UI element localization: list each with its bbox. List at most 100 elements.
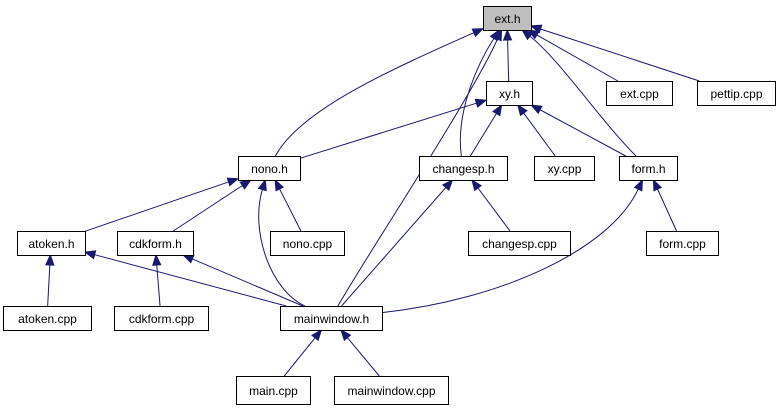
node-nono-h[interactable]: nono.h [238,156,301,181]
edge-cdkform-h-to-nono-h [172,185,243,232]
node-box [236,376,311,405]
node-box [534,156,595,181]
edge-nono-h-to-ext-h [274,32,475,157]
edge-form-h-to-ext-h [529,35,637,157]
node-atoken-h[interactable]: atoken.h [17,231,86,256]
node-cdkform-cpp[interactable]: cdkform.cpp [114,306,209,331]
node-form-h[interactable]: form.h [619,156,678,181]
node-label: mainwindow.cpp [347,384,435,398]
arrowhead-xy-h-to-ext-h [502,28,513,41]
edge-mainwindow-h-to-form-h [381,188,639,314]
edge-changesp-h-to-ext-h [459,38,495,157]
edge-mainwindow-h-to-cdkform-h [192,258,304,307]
arrowhead-form-h-to-xy-h [530,104,543,115]
node-label: xy.cpp [548,162,582,176]
edge-mainwindow-h-to-nono-h [258,189,306,307]
edge-atoken-cpp-to-atoken-h [47,264,51,307]
node-label: changesp.h [432,162,494,176]
node-box [646,231,719,256]
arrowhead-mainwindow-h-to-changesp-h [441,178,454,192]
node-cdkform-h[interactable]: cdkform.h [117,231,194,256]
node-box [117,231,194,256]
node-atoken-cpp[interactable]: atoken.cpp [3,306,92,331]
node-label: ext.h [494,12,520,26]
edge-mainwindow-h-to-changesp-h [341,187,447,307]
edge-xy-cpp-to-xy-h [523,112,556,157]
arrowhead-changesp-h-to-xy-h [492,103,503,117]
arrowhead-pettip-cpp-to-ext-h [529,24,543,34]
node-box [270,231,345,256]
arrowhead-mainwindow-h-to-nono-h [257,178,267,192]
arrowhead-mainwindow-cpp-to-mainwindow-h [340,328,352,342]
node-label: atoken.h [28,237,74,251]
arrowhead-form-h-to-ext-h [521,29,534,41]
node-box [483,6,532,31]
node-form-cpp[interactable]: form.cpp [646,231,719,256]
edge-cdkform-cpp-to-cdkform-h [156,264,161,307]
edge-pettip-cpp-to-ext-h [540,28,700,82]
arrowhead-xy-cpp-to-xy-h [517,103,528,117]
node-box [334,376,449,405]
node-label: mainwindow.h [294,312,369,326]
arrowhead-mainwindow-h-to-atoken-h [83,250,97,260]
arrowhead-atoken-cpp-to-atoken-h [45,253,55,266]
node-mainwindow-cpp[interactable]: mainwindow.cpp [334,376,449,405]
node-box [3,306,92,331]
node-changesp-h[interactable]: changesp.h [419,156,508,181]
node-ext-cpp[interactable]: ext.cpp [606,81,673,106]
node-label: pettip.cpp [710,87,762,101]
edge-form-cpp-to-form-h [657,188,678,232]
node-box [486,81,533,106]
node-label: changesp.cpp [482,237,557,251]
edge-changesp-h-to-xy-h [469,113,497,157]
node-box [468,231,571,256]
edge-mainwindow-cpp-to-mainwindow-h [347,337,380,377]
node-nono-cpp[interactable]: nono.cpp [270,231,345,256]
arrowhead-nono-h-to-ext-h [471,28,485,38]
node-label: nono.h [251,162,288,176]
node-box [114,306,209,331]
node-xy-cpp[interactable]: xy.cpp [534,156,595,181]
node-box [606,81,673,106]
edge-main-cpp-to-mainwindow-h [283,337,316,377]
nodes-layer: ext.h xy.h ext.cpp pettip.cpp nono.h changesp… [3,6,776,405]
edges-layer [45,24,700,377]
arrowhead-form-cpp-to-form-h [652,178,663,192]
arrowhead-nono-cpp-to-nono-h [274,178,285,192]
arrowhead-atoken-h-to-nono-h [226,177,240,187]
edge-xy-h-to-ext-h [507,39,510,82]
node-box [619,156,678,181]
node-xy-h[interactable]: xy.h [486,81,533,106]
arrowhead-changesp-cpp-to-changesp-h [471,178,483,192]
node-label: nono.cpp [283,237,333,251]
node-label: form.h [631,162,665,176]
node-label: main.cpp [249,384,298,398]
node-label: cdkform.h [129,237,182,251]
node-box [280,306,383,331]
arrowhead-mainwindow-h-to-cdkform-h [181,254,195,264]
node-box [17,231,86,256]
edge-form-h-to-xy-h [539,109,626,157]
node-label: form.cpp [659,237,706,251]
edge-mainwindow-h-to-atoken-h [94,254,287,307]
node-changesp-cpp[interactable]: changesp.cpp [468,231,571,256]
edge-nono-cpp-to-nono-h [279,188,302,232]
node-mainwindow-h[interactable]: mainwindow.h [280,306,383,331]
arrowhead-main-cpp-to-mainwindow-h [311,328,323,342]
edge-atoken-h-to-nono-h [84,181,229,232]
node-label: xy.h [499,87,520,101]
arrowhead-mainwindow-h-to-ext-h [492,28,503,42]
node-main-cpp[interactable]: main.cpp [236,376,311,405]
node-label: ext.cpp [620,87,659,101]
node-label: cdkform.cpp [129,312,195,326]
arrowhead-mainwindow-h-to-form-h [633,178,644,192]
node-label: atoken.cpp [18,312,77,326]
edge-changesp-cpp-to-changesp-h [477,187,511,232]
node-box [238,156,301,181]
node-ext-h[interactable]: ext.h [483,6,532,31]
arrowhead-nono-h-to-xy-h [474,98,488,108]
edge-nono-h-to-xy-h [299,102,477,159]
edge-ext-cpp-to-ext-h [536,34,619,82]
node-pettip-cpp[interactable]: pettip.cpp [697,81,776,106]
